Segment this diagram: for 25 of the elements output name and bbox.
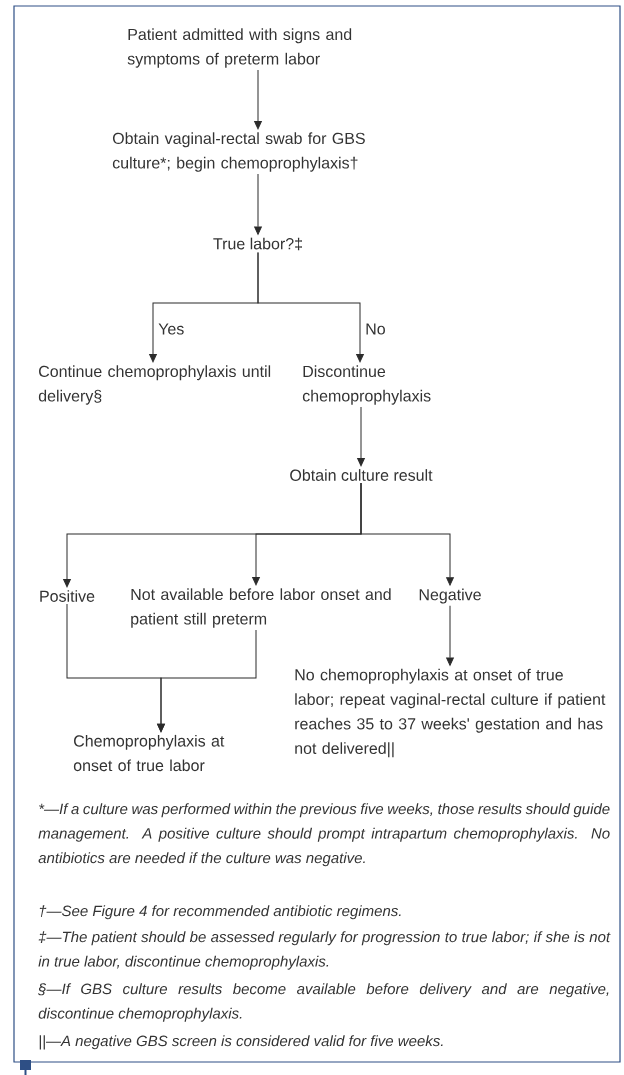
arrow: [157, 629, 257, 732]
step-text: Not available before labor onset and patient still preterm: [131, 588, 391, 628]
arrow: [446, 605, 454, 666]
footnote: §—If GBS culture results become available before delivery and are negative, discontinue chemoprophylaxis.: [37, 983, 609, 1022]
arrow: [257, 252, 364, 363]
step-text: Continue chemoprophylaxis until delivery§: [38, 365, 271, 405]
footnote: ‡—The patient should be assessed regularly for progression to true labor; if she is not in true labor, discontinue chemoprophylaxis.: [38, 931, 611, 970]
step-text: Chemoprophylaxis at onset of true labor: [73, 734, 225, 772]
arrow: [357, 406, 365, 467]
step-text: No chemoprophylaxis at onset of true labor; repeat vaginal-rectal culture if patient reaches 35 to 37 weeks' gestation and has not delivered||: [295, 668, 606, 758]
arrow: [254, 173, 262, 235]
step-text: Positive: [40, 590, 95, 602]
step-text: Discontinue chemoprophylaxis: [302, 365, 431, 405]
arrow: [254, 69, 262, 130]
step-text: Patient admitted with signs and symptoms of preterm labor: [127, 28, 352, 68]
footnote: *—If a culture was performed within the previous five weeks, those results should guide management. A positive culture should prompt intrapartum chemoprophylaxis. No antibiotics are needed if the culture was negative.: [38, 803, 610, 867]
footnote: ||—A negative GBS screen is considered valid for five weeks.: [39, 1035, 443, 1050]
step-text: True labor?‡: [213, 237, 302, 251]
arrow: [360, 482, 454, 586]
edge-label: Yes: [157, 322, 186, 336]
edge-label: No: [364, 322, 387, 336]
step-text: Obtain vaginal-rectal swab for GBS culture*; begin chemoprophylaxis†: [112, 132, 365, 172]
footnote: †—See Figure 4 for recommended antibiotic regimens.: [39, 905, 401, 920]
step-text: Obtain culture result: [290, 469, 433, 481]
step-text: Negative: [419, 588, 481, 604]
